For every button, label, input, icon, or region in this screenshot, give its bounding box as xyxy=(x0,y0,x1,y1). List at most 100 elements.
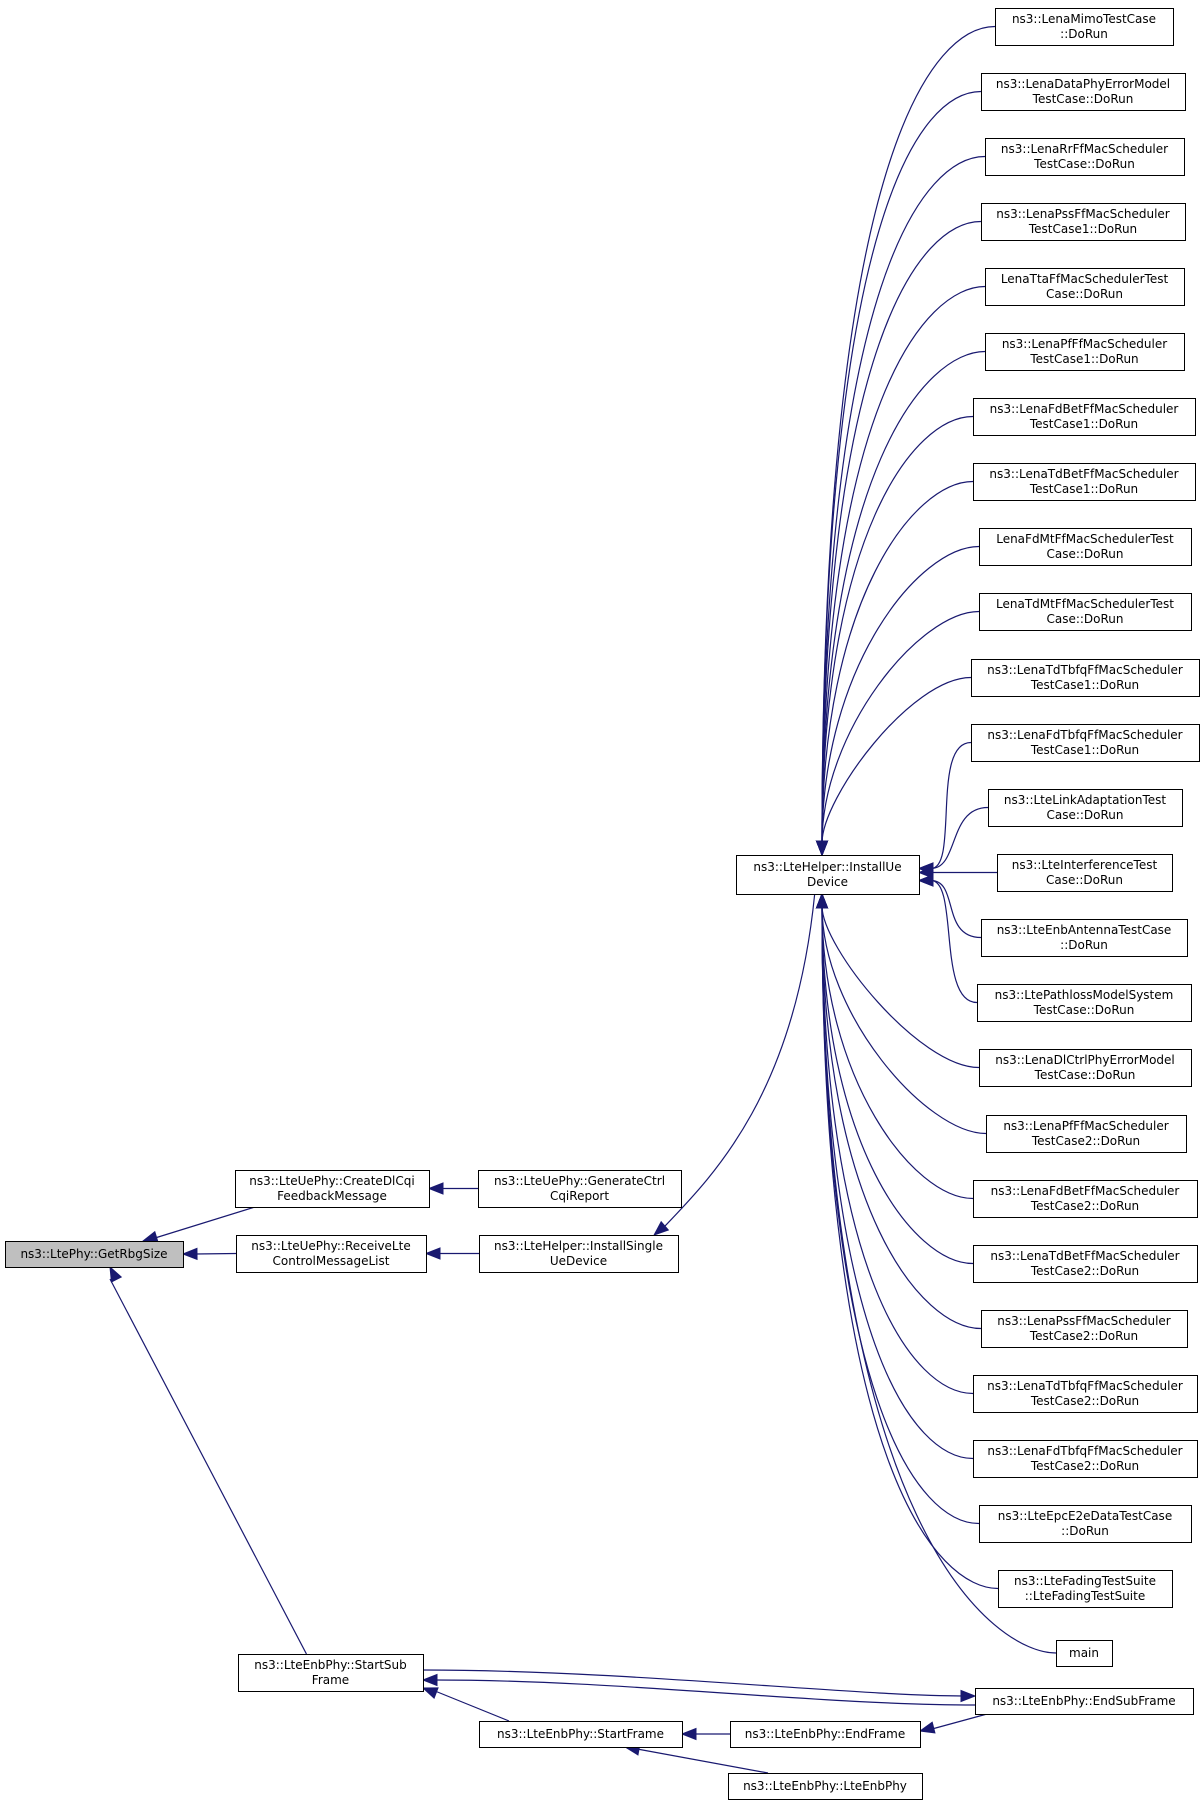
node-box xyxy=(975,1688,1194,1715)
node-label: Frame xyxy=(312,1673,349,1687)
node-label: FeedbackMessage xyxy=(277,1189,387,1203)
node-startframe[interactable]: ns3::LteEnbPhy::StartFrame xyxy=(479,1721,683,1748)
edge-c1-to-installue xyxy=(821,25,996,844)
node-label: ns3::LenaPfFfMacScheduler xyxy=(1002,337,1167,351)
node-box xyxy=(730,1721,921,1748)
node-label: ns3::LenaPfFfMacScheduler xyxy=(1003,1119,1168,1133)
node-label: TestCase2::DoRun xyxy=(1029,1329,1138,1343)
node-c21[interactable]: ns3::LenaPssFfMacSchedulerTestCase2::DoR… xyxy=(981,1310,1188,1348)
node-label: Case::DoRun xyxy=(1046,808,1123,822)
node-label: ns3::LenaFdTbfqFfMacScheduler xyxy=(987,728,1182,742)
node-box xyxy=(479,1235,679,1273)
node-c11[interactable]: ns3::LenaTdTbfqFfMacSchedulerTestCase1::… xyxy=(971,659,1200,697)
edge-c22-to-installue xyxy=(821,905,974,1395)
node-label: TestCase2::DoRun xyxy=(1030,1199,1139,1213)
node-box xyxy=(995,8,1174,46)
node-c16[interactable]: ns3::LtePathlossModelSystemTestCase::DoR… xyxy=(977,984,1192,1022)
node-label: TestCase2::DoRun xyxy=(1030,1459,1139,1473)
node-label: ns3::LtePhy::GetRbgSize xyxy=(20,1247,167,1261)
node-label: ns3::LteFadingTestSuite xyxy=(1014,1574,1156,1588)
node-box xyxy=(238,1654,424,1692)
edge-c16-to-installue xyxy=(930,879,978,1004)
node-c4[interactable]: ns3::LenaPssFfMacSchedulerTestCase1::DoR… xyxy=(981,203,1186,241)
node-lteenbphy[interactable]: ns3::LteEnbPhy::LteEnbPhy xyxy=(728,1773,923,1800)
node-box xyxy=(235,1170,430,1208)
node-label: TestCase::DoRun xyxy=(1033,1003,1135,1017)
node-box xyxy=(736,855,920,895)
node-label: Device xyxy=(807,875,848,889)
node-c23[interactable]: ns3::LenaFdTbfqFfMacSchedulerTestCase2::… xyxy=(973,1440,1198,1478)
node-c24[interactable]: ns3::LteEpcE2eDataTestCase::DoRun xyxy=(979,1505,1192,1543)
arrowhead-c16 xyxy=(917,874,934,887)
node-label: LenaTtaFfMacSchedulerTest xyxy=(1001,272,1169,286)
edge-c13-to-installue xyxy=(930,806,989,870)
node-c20[interactable]: ns3::LenaTdBetFfMacSchedulerTestCase2::D… xyxy=(973,1245,1198,1283)
node-c19[interactable]: ns3::LenaFdBetFfMacSchedulerTestCase2::D… xyxy=(973,1180,1198,1218)
node-c2[interactable]: ns3::LenaDataPhyErrorModelTestCase::DoRu… xyxy=(981,73,1186,111)
node-box xyxy=(981,919,1188,957)
node-label: ::DoRun xyxy=(1061,1524,1109,1538)
node-c25[interactable]: ns3::LteFadingTestSuite::LteFadingTestSu… xyxy=(998,1570,1173,1608)
node-c18[interactable]: ns3::LenaPfFfMacSchedulerTestCase2::DoRu… xyxy=(986,1115,1187,1153)
node-label: ns3::LenaDataPhyErrorModel xyxy=(996,77,1170,91)
edges-layer xyxy=(109,25,1057,1774)
node-box xyxy=(981,1310,1188,1348)
node-label: ns3::LenaFdBetFfMacScheduler xyxy=(991,1184,1180,1198)
node-c1[interactable]: ns3::LenaMimoTestCase::DoRun xyxy=(995,8,1174,46)
node-box xyxy=(988,789,1183,827)
node-label: LenaTdMtFfMacSchedulerTest xyxy=(996,597,1174,611)
node-box xyxy=(973,463,1196,501)
edge-c15-to-installue xyxy=(930,879,982,939)
edge-receivelte-to-getrbgsize xyxy=(194,1252,237,1255)
node-label: ns3::LenaTdTbfqFfMacScheduler xyxy=(987,663,1183,677)
node-label: CqiReport xyxy=(550,1189,609,1203)
edge-c5-to-installue xyxy=(821,285,986,844)
node-label: TestCase::DoRun xyxy=(1034,1068,1136,1082)
node-label: Case::DoRun xyxy=(1046,547,1123,561)
node-box xyxy=(985,268,1185,306)
node-c17[interactable]: ns3::LenaDlCtrlPhyErrorModelTestCase::Do… xyxy=(979,1049,1192,1087)
node-label: ns3::LenaMimoTestCase xyxy=(1012,12,1156,26)
node-createdlcqi[interactable]: ns3::LteUePhy::CreateDlCqiFeedbackMessag… xyxy=(235,1170,430,1208)
node-label: ns3::LteEnbPhy::StartFrame xyxy=(497,1727,664,1741)
node-endframe[interactable]: ns3::LteEnbPhy::EndFrame xyxy=(730,1721,921,1748)
arrowhead-createdlcqi-getrbgsize xyxy=(141,1230,159,1243)
edge-c3-to-installue xyxy=(821,155,986,844)
node-endsubframe[interactable]: ns3::LteEnbPhy::EndSubFrame xyxy=(975,1688,1194,1715)
arrowhead-startsubframe-getrbgsize xyxy=(109,1265,123,1283)
edge-installue-to-installsingle xyxy=(661,893,816,1230)
node-c12[interactable]: ns3::LenaFdTbfqFfMacSchedulerTestCase1::… xyxy=(971,724,1200,762)
arrowhead-installue-installsingle xyxy=(653,1220,670,1236)
arrowhead-endsubframe-endframe xyxy=(918,1721,936,1734)
node-c26[interactable]: main xyxy=(1056,1640,1113,1667)
node-label: TestCase2::DoRun xyxy=(1030,1394,1139,1408)
arrowhead-endframe-startframe xyxy=(680,1727,697,1741)
node-label: ns3::LenaTdBetFfMacScheduler xyxy=(989,467,1178,481)
node-box xyxy=(981,203,1186,241)
node-c15[interactable]: ns3::LteEnbAntennaTestCase::DoRun xyxy=(981,919,1188,957)
node-receivelte[interactable]: ns3::LteUePhy::ReceiveLteControlMessageL… xyxy=(236,1235,427,1273)
edge-c21-to-installue xyxy=(821,905,982,1330)
node-box xyxy=(728,1773,923,1800)
node-getrbgsize[interactable]: ns3::LtePhy::GetRbgSize xyxy=(5,1241,184,1268)
node-c6[interactable]: ns3::LenaPfFfMacSchedulerTestCase1::DoRu… xyxy=(985,333,1185,371)
node-c22[interactable]: ns3::LenaTdTbfqFfMacSchedulerTestCase2::… xyxy=(973,1375,1198,1413)
node-c7[interactable]: ns3::LenaFdBetFfMacSchedulerTestCase1::D… xyxy=(973,398,1196,436)
node-label: TestCase1::DoRun xyxy=(1029,417,1138,431)
node-box xyxy=(5,1241,184,1268)
node-label: TestCase2::DoRun xyxy=(1030,1264,1139,1278)
node-label: ::LteFadingTestSuite xyxy=(1025,1589,1145,1603)
node-label: ns3::LtePathlossModelSystem xyxy=(995,988,1174,1002)
edge-c18-to-installue xyxy=(821,905,987,1135)
node-c8[interactable]: ns3::LenaTdBetFfMacSchedulerTestCase1::D… xyxy=(973,463,1196,501)
